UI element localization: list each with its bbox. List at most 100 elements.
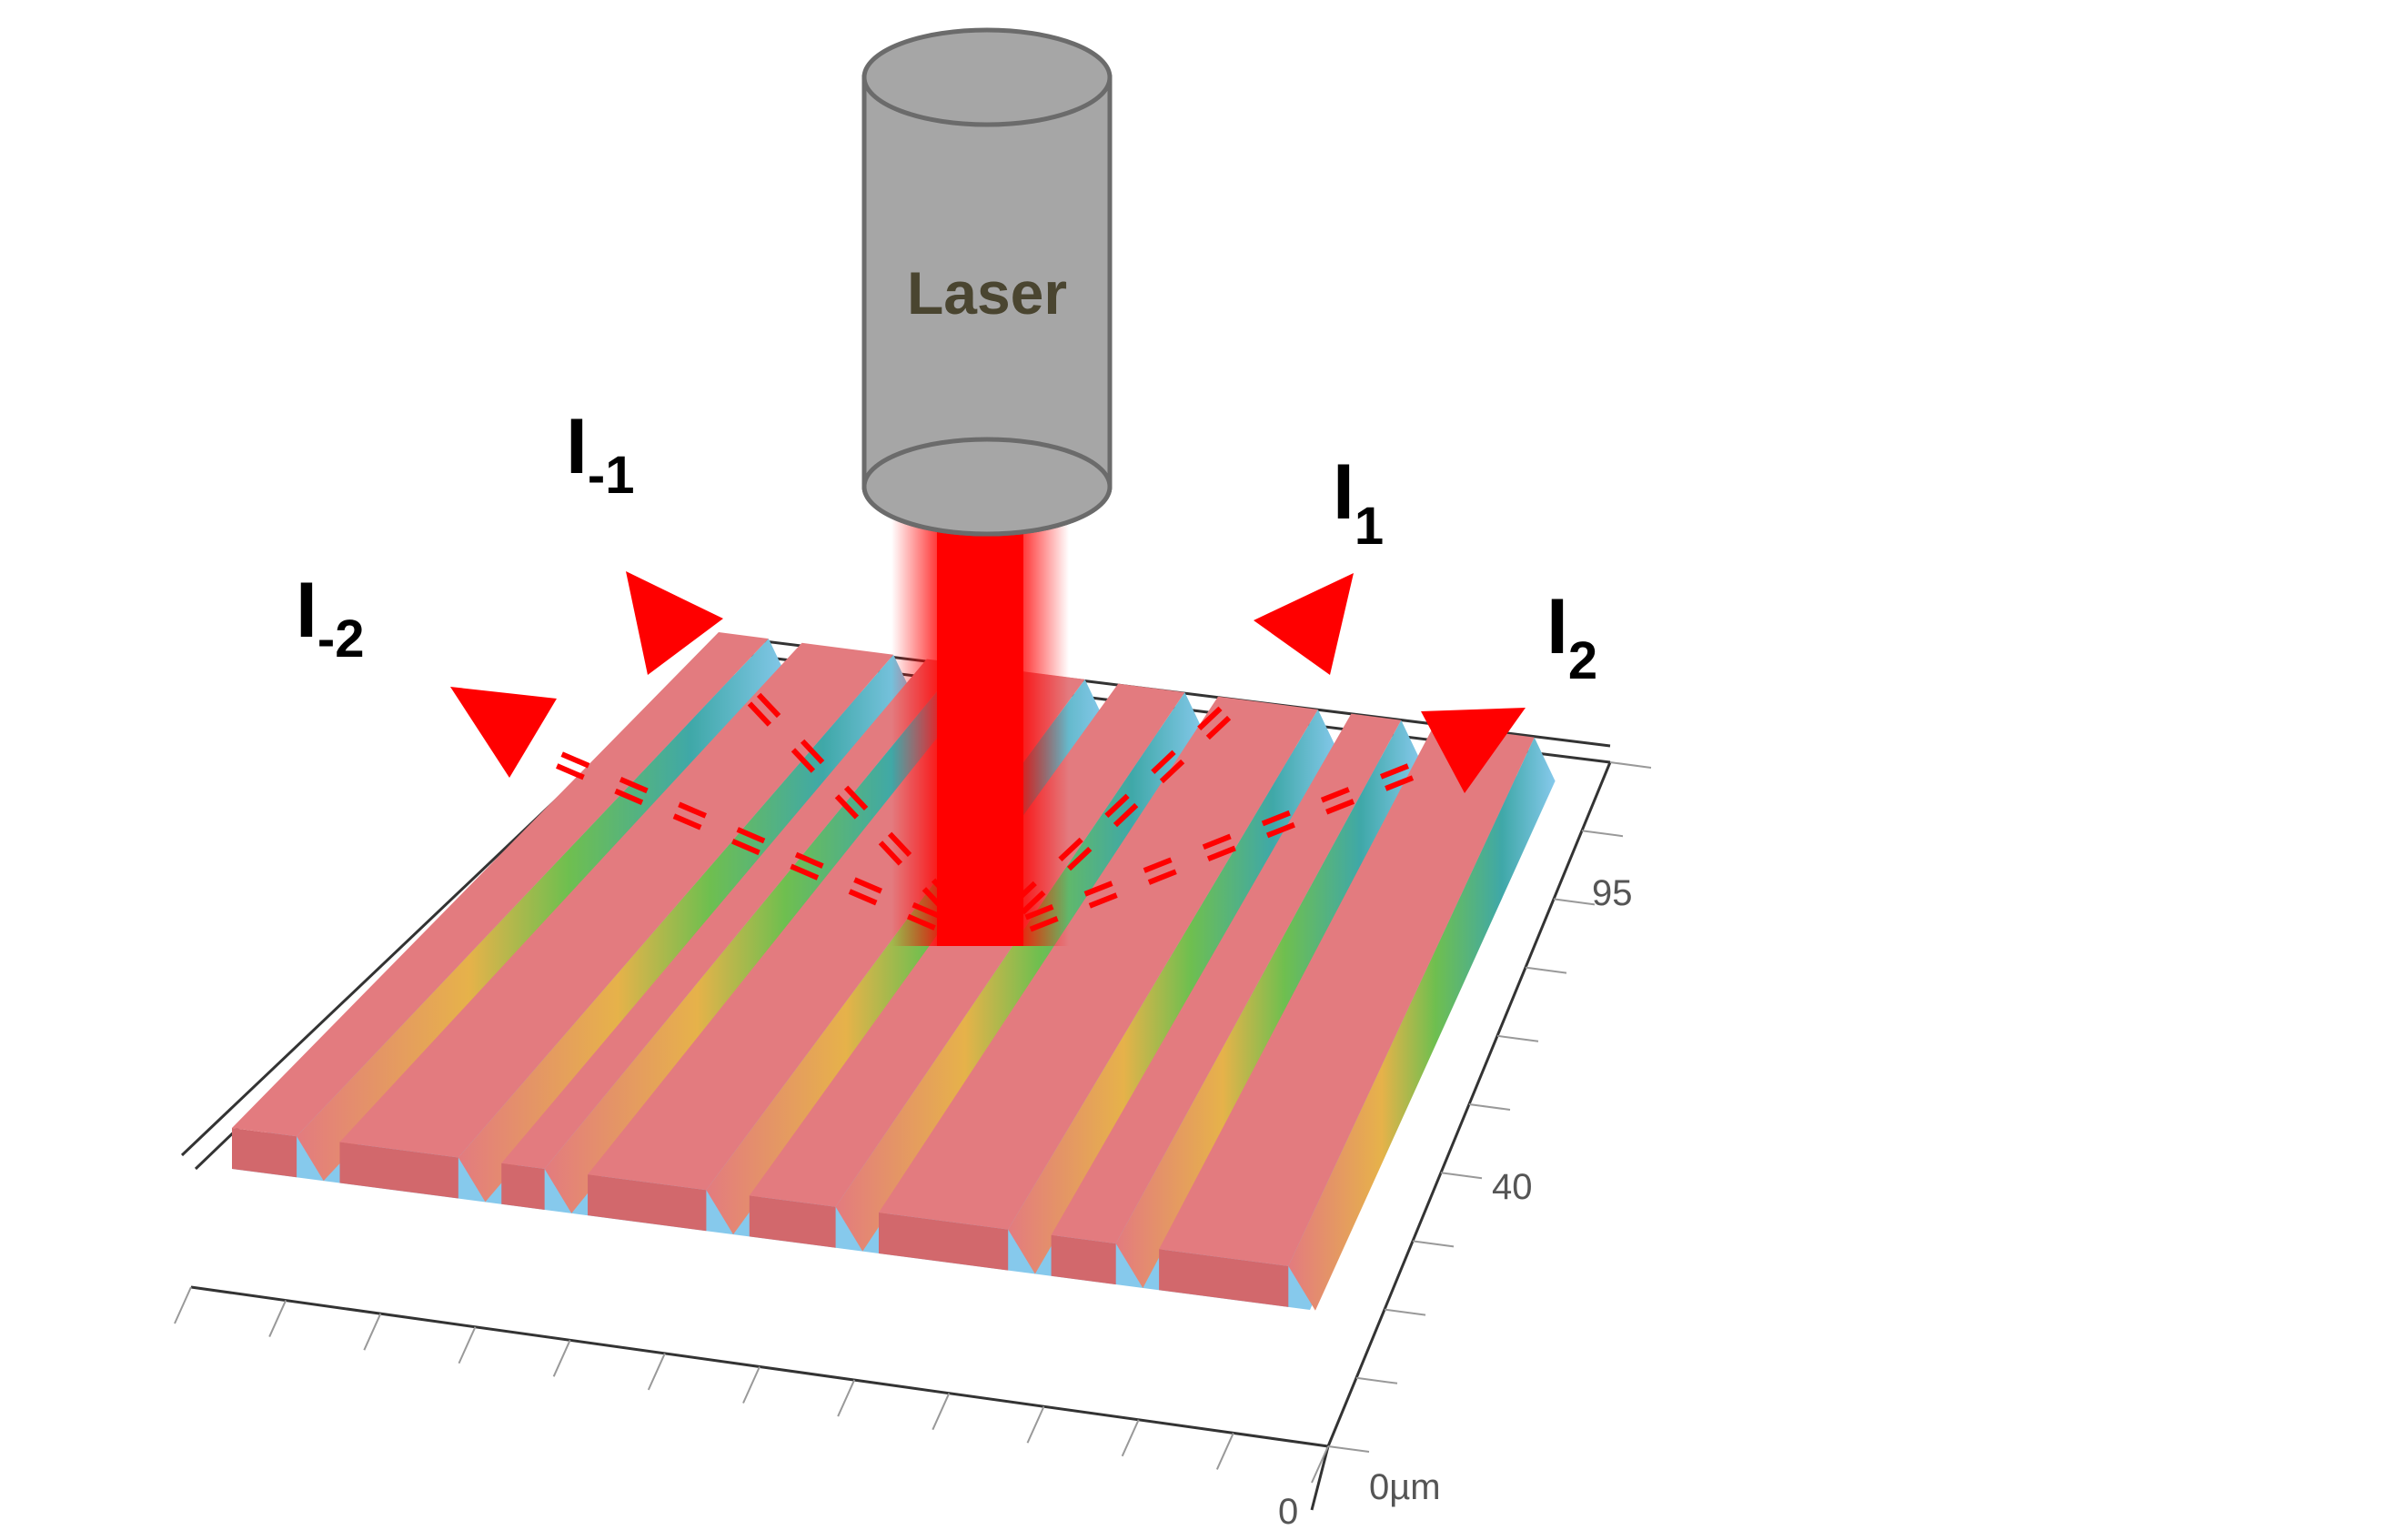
- ray-dash: [790, 863, 820, 881]
- ray-dash: [1206, 845, 1236, 862]
- grid-tick: [174, 1286, 192, 1324]
- grid-tick: [1412, 1240, 1455, 1248]
- ray-dash: [1379, 763, 1409, 780]
- ray-dash: [791, 748, 816, 773]
- grating-surface: [232, 632, 1556, 1311]
- ray-dash: [1205, 715, 1232, 740]
- ray-dash: [1197, 706, 1223, 730]
- arrow-order-m2-icon: [450, 687, 557, 778]
- grid-tick: [1525, 966, 1567, 974]
- ridge-top: [232, 632, 769, 1137]
- ray-dash: [1024, 904, 1054, 921]
- ray-dash: [853, 877, 882, 894]
- ray-dash: [800, 739, 825, 765]
- ridge-front: [749, 1195, 836, 1248]
- ray-dash: [619, 776, 649, 794]
- ridge-wall: [1115, 720, 1423, 1288]
- ridge-top: [1159, 724, 1535, 1266]
- grid-tick: [1609, 761, 1652, 769]
- ray-dash: [911, 901, 942, 920]
- ridge-wall: [835, 692, 1206, 1252]
- ray-dash: [1147, 869, 1177, 885]
- grid-tick: [552, 1339, 571, 1377]
- ray-dash: [1058, 837, 1083, 862]
- ray-dash: [1029, 916, 1059, 932]
- ridge-wall: [1008, 709, 1339, 1274]
- ridge-top: [1051, 713, 1402, 1244]
- grid-tick: [1026, 1405, 1045, 1444]
- ray-dash: [1151, 750, 1176, 774]
- ridge-front: [879, 1213, 1009, 1271]
- ridge-front: [588, 1174, 707, 1232]
- ridge-top: [879, 696, 1318, 1230]
- grid-tick: [1468, 1103, 1511, 1111]
- ray-dash: [907, 913, 936, 931]
- ray-dash: [556, 763, 585, 780]
- ridge-front: [1159, 1249, 1289, 1307]
- ray-dash: [1385, 775, 1415, 791]
- laser-label: Laser: [907, 259, 1067, 327]
- ridge-wall: [297, 639, 790, 1182]
- ray-dash: [922, 887, 947, 912]
- ray-dash: [1325, 799, 1355, 815]
- ray-dash: [672, 813, 702, 830]
- order-label-m1: I-1: [566, 403, 634, 505]
- grid-tick: [1440, 1172, 1483, 1180]
- ray-dash: [1104, 793, 1130, 819]
- ridge-front: [1051, 1234, 1116, 1285]
- ridge-wall: [458, 654, 915, 1203]
- ray-dash: [678, 801, 707, 819]
- grid-tick: [1311, 1445, 1329, 1484]
- grid-tick: [1384, 1308, 1426, 1316]
- ridge-front: [501, 1163, 545, 1210]
- arrow-order-p2-icon: [1421, 708, 1526, 793]
- ridge-front: [339, 1142, 458, 1199]
- axis-tick-95: 95: [1592, 873, 1633, 913]
- laser-icon: Laser: [861, 27, 1113, 537]
- ray-dash: [747, 701, 772, 727]
- axis-tick-40: 40: [1492, 1167, 1533, 1207]
- ray-dash: [1320, 787, 1350, 803]
- ray-dash: [1202, 833, 1232, 851]
- ray-dash: [887, 831, 912, 857]
- ray-dash: [931, 878, 956, 903]
- axis-tick-0um: 0µm: [1369, 1467, 1441, 1507]
- grid-tick: [1581, 830, 1624, 838]
- ray-dash: [1083, 881, 1113, 897]
- grid-tick: [363, 1313, 382, 1351]
- grid-tick: [647, 1353, 666, 1391]
- axis-tick-0: 0: [1278, 1492, 1298, 1532]
- ray-dash: [848, 889, 878, 906]
- arrow-order-p1-icon: [1254, 573, 1354, 675]
- grid-tick: [1215, 1433, 1234, 1470]
- order-label-p2: I2: [1546, 583, 1597, 690]
- ridge-wall: [1288, 737, 1556, 1311]
- ray-dash: [756, 692, 781, 719]
- ray-dash: [1088, 892, 1118, 909]
- order-label-m2: I-2: [296, 567, 364, 669]
- ray-dash: [878, 840, 903, 866]
- grid-tick: [932, 1393, 951, 1431]
- ray-dash: [1261, 810, 1291, 827]
- ray-dash: [731, 839, 760, 856]
- floor-grid: [174, 761, 1652, 1484]
- grid-tick: [1496, 1034, 1539, 1042]
- laser-beam-core: [937, 518, 1023, 946]
- ray-dash: [1143, 857, 1173, 873]
- ray-dash: [1066, 846, 1093, 871]
- ray-dash: [736, 827, 766, 844]
- arrow-order-m1-icon: [626, 571, 723, 675]
- ridge-wall: [544, 663, 982, 1213]
- ray-dash: [794, 851, 824, 869]
- grid-tick: [1327, 1445, 1370, 1453]
- ridge-top: [501, 659, 961, 1169]
- ridge-top: [339, 642, 894, 1158]
- grid-tick: [1553, 898, 1596, 906]
- ray-dash: [834, 794, 860, 820]
- ray-dash: [1021, 890, 1046, 915]
- ray-dash: [1012, 881, 1037, 906]
- grid-tick: [268, 1300, 287, 1337]
- grid-tick: [837, 1379, 856, 1417]
- grid-tick: [1121, 1419, 1140, 1457]
